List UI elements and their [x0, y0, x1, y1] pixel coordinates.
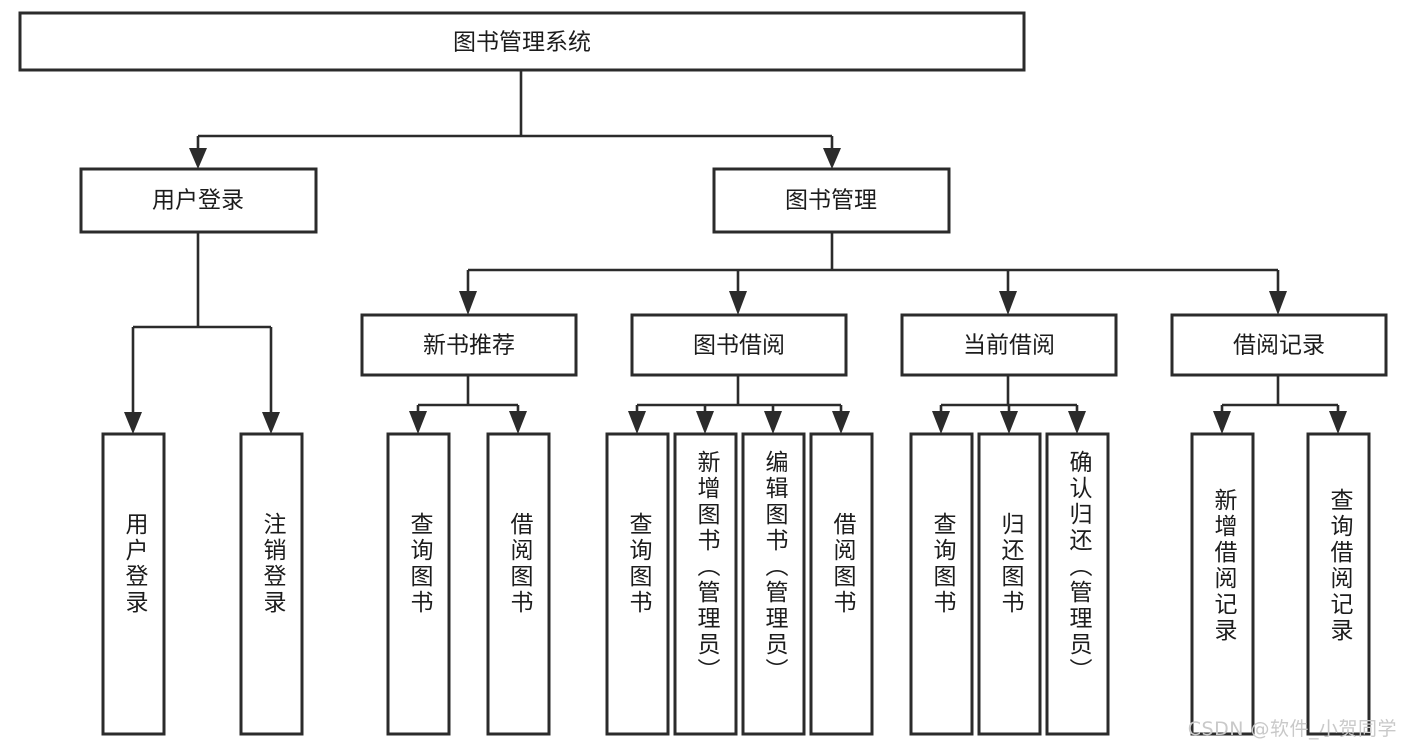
node-leaf-logout[interactable]: 注销登录 — [239, 432, 304, 736]
arrow-head-book-mgmt — [823, 148, 841, 169]
node-leaf-cb-query-book-box[interactable] — [909, 432, 974, 736]
node-leaf-bb-query-book[interactable]: 查询图书 — [605, 432, 670, 736]
arrow-head-new-book — [459, 291, 477, 315]
node-leaf-br-query-record-label: 查询借阅记录 — [1326, 488, 1354, 644]
node-book-borrow[interactable]: 图书借阅 — [630, 313, 848, 377]
node-leaf-bb-edit-book-label: 编辑图书（管理员） — [761, 450, 789, 684]
node-leaf-bb-edit-book-box[interactable] — [741, 432, 806, 736]
node-leaf-nb-query-book-label: 查询图书 — [406, 512, 434, 616]
node-leaf-br-add-record-label: 新增借阅记录 — [1210, 488, 1238, 644]
node-leaf-br-add-record-box[interactable] — [1190, 432, 1255, 736]
node-user-login[interactable]: 用户登录 — [79, 167, 318, 234]
node-leaf-cb-query-book-label: 查询图书 — [929, 512, 957, 616]
node-user-login-label: 用户登录 — [152, 188, 244, 214]
node-book-management-label: 图书管理 — [785, 188, 877, 214]
node-new-book-recommend-label: 新书推荐 — [423, 333, 515, 359]
node-book-management-box[interactable] — [712, 167, 951, 234]
node-leaf-nb-query-book[interactable]: 查询图书 — [386, 432, 451, 736]
arrow-head-borrow-record — [1269, 291, 1287, 315]
arrow-head-bb-leaf-1 — [628, 411, 646, 434]
node-leaf-bb-add-book-label: 新增图书（管理员） — [693, 450, 721, 684]
arrow-head-cb-leaf-3 — [1068, 411, 1086, 434]
node-book-borrow-label: 图书借阅 — [693, 333, 785, 359]
node-leaf-cb-confirm-return-box[interactable] — [1045, 432, 1110, 736]
node-current-borrow-label: 当前借阅 — [963, 333, 1055, 359]
node-leaf-br-add-record[interactable]: 新增借阅记录 — [1190, 432, 1255, 736]
node-leaf-nb-borrow-book-label: 借阅图书 — [506, 512, 534, 616]
arrow-head-user-login — [189, 148, 207, 169]
node-leaf-logout-box[interactable] — [239, 432, 304, 736]
node-new-book-recommend-box[interactable] — [360, 313, 578, 377]
node-root-box[interactable] — [18, 11, 1026, 72]
node-root-label: 图书管理系统 — [453, 30, 591, 56]
arrow-head-current-borrow — [999, 291, 1017, 315]
connector-layer — [124, 70, 1347, 434]
node-book-management[interactable]: 图书管理 — [712, 167, 951, 234]
arrow-head-book-borrow — [729, 291, 747, 315]
node-user-login-box[interactable] — [79, 167, 318, 234]
node-borrow-record-box[interactable] — [1170, 313, 1388, 377]
node-leaf-bb-borrow-book-label: 借阅图书 — [829, 512, 857, 616]
arrow-head-leaf-logout — [262, 412, 280, 434]
node-leaf-bb-query-book-label: 查询图书 — [625, 512, 653, 616]
node-leaf-logout-label: 注销登录 — [259, 512, 287, 616]
arrow-head-bb-leaf-3 — [764, 411, 782, 434]
node-borrow-record[interactable]: 借阅记录 — [1170, 313, 1388, 377]
node-leaf-nb-query-book-box[interactable] — [386, 432, 451, 736]
node-leaf-cb-return-book-box[interactable] — [977, 432, 1042, 736]
node-leaf-cb-return-book[interactable]: 归还图书 — [977, 432, 1042, 736]
arrow-head-nb-leaf-2 — [509, 411, 527, 434]
arrow-head-leaf-user-login — [124, 412, 142, 434]
node-borrow-record-label: 借阅记录 — [1233, 333, 1325, 359]
node-book-borrow-box[interactable] — [630, 313, 848, 377]
node-new-book-recommend[interactable]: 新书推荐 — [360, 313, 578, 377]
arrow-head-cb-leaf-2 — [1000, 411, 1018, 434]
arrow-head-br-leaf-2 — [1329, 411, 1347, 434]
node-leaf-bb-add-book-box[interactable] — [673, 432, 738, 736]
node-leaf-user-login[interactable]: 用户登录 — [101, 432, 166, 736]
node-leaf-nb-borrow-book-box[interactable] — [486, 432, 551, 736]
node-current-borrow[interactable]: 当前借阅 — [900, 313, 1118, 377]
arrow-head-bb-leaf-4 — [832, 411, 850, 434]
node-leaf-bb-query-book-box[interactable] — [605, 432, 670, 736]
node-leaf-bb-edit-book[interactable]: 编辑图书（管理员） — [741, 432, 806, 736]
arrow-head-cb-leaf-1 — [932, 411, 950, 434]
node-leaf-nb-borrow-book[interactable]: 借阅图书 — [486, 432, 551, 736]
node-leaf-bb-borrow-book-box[interactable] — [809, 432, 874, 736]
arrow-head-br-leaf-1 — [1213, 411, 1231, 434]
node-leaf-br-query-record[interactable]: 查询借阅记录 — [1306, 432, 1371, 736]
arrow-head-bb-leaf-2 — [696, 411, 714, 434]
node-leaf-bb-borrow-book[interactable]: 借阅图书 — [809, 432, 874, 736]
node-leaf-cb-query-book[interactable]: 查询图书 — [909, 432, 974, 736]
node-leaf-user-login-box[interactable] — [101, 432, 166, 736]
arrow-head-nb-leaf-1 — [409, 411, 427, 434]
node-leaf-cb-return-book-label: 归还图书 — [997, 512, 1025, 616]
node-leaf-user-login-label: 用户登录 — [121, 512, 149, 616]
node-leaf-cb-confirm-return[interactable]: 确认归还（管理员） — [1045, 432, 1110, 736]
node-root[interactable]: 图书管理系统 — [18, 11, 1026, 72]
node-current-borrow-box[interactable] — [900, 313, 1118, 377]
node-leaf-cb-confirm-return-label: 确认归还（管理员） — [1065, 450, 1093, 684]
node-leaf-br-query-record-box[interactable] — [1306, 432, 1371, 736]
node-leaf-bb-add-book[interactable]: 新增图书（管理员） — [673, 432, 738, 736]
